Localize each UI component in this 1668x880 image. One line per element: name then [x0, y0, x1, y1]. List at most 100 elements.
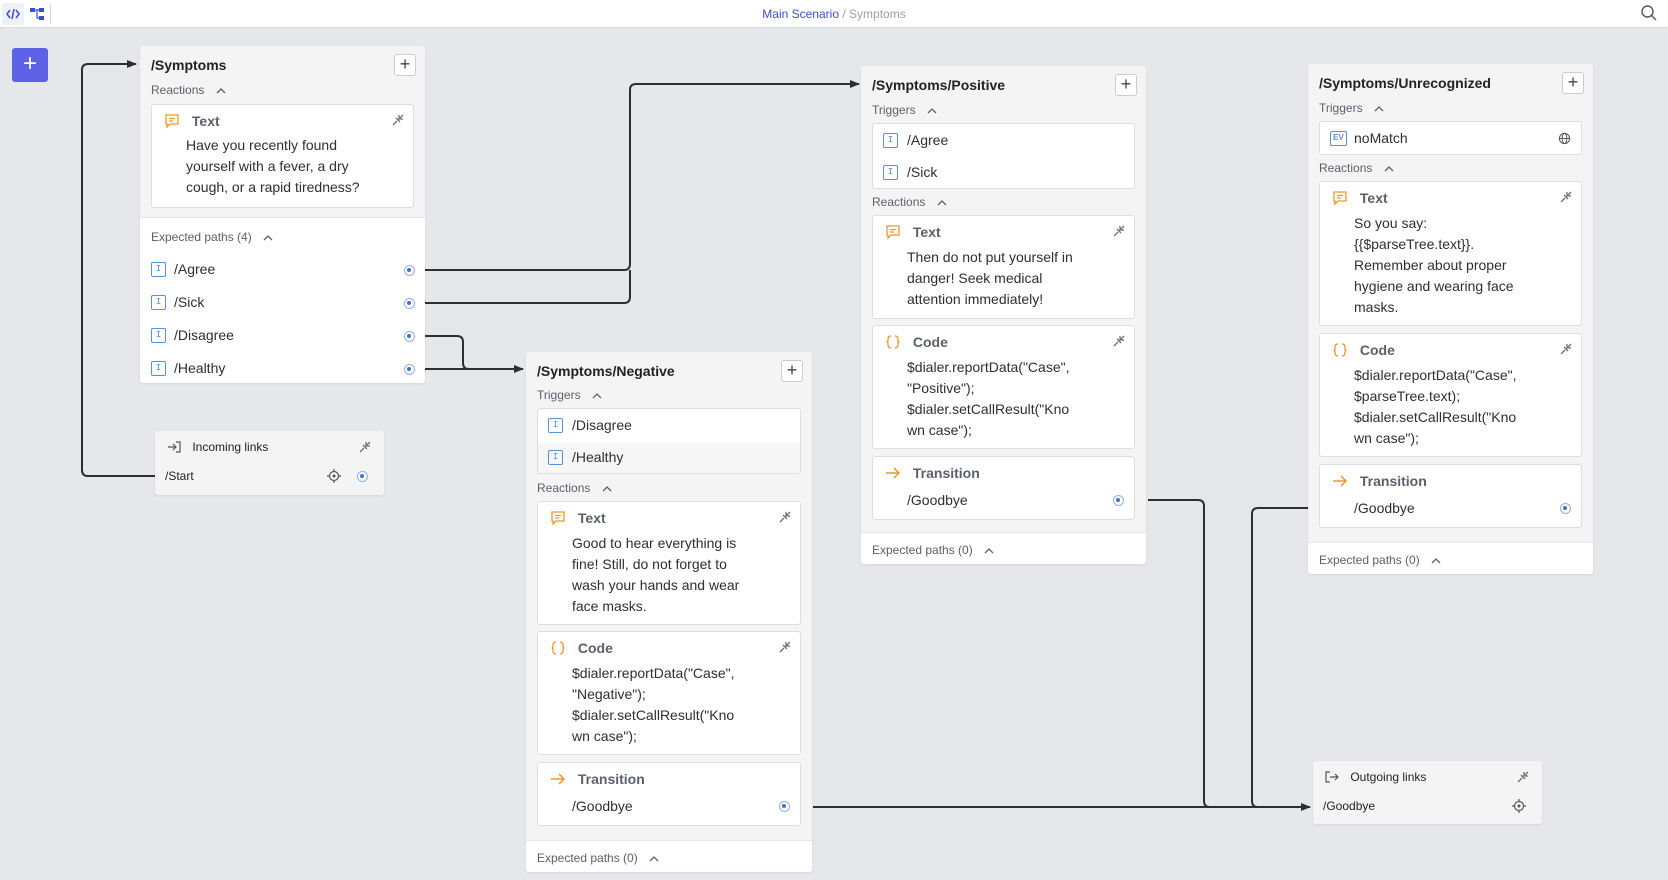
transition-reaction[interactable]: Transition /Goodbye	[1319, 464, 1582, 528]
triggers-toggle[interactable]: Triggers	[872, 103, 937, 117]
collapse-icon[interactable]	[1112, 334, 1126, 348]
expected-paths-section: Expected paths (0)	[1308, 542, 1593, 574]
collapse-icon[interactable]	[1559, 190, 1573, 204]
code-view-button[interactable]	[2, 3, 24, 25]
state-card-positive[interactable]: /Symptoms/Positive + Triggers I /Agree I…	[861, 66, 1146, 564]
output-port[interactable]	[404, 298, 415, 309]
search-button[interactable]	[1640, 4, 1660, 24]
expected-paths-toggle[interactable]: Expected paths (0)	[1319, 553, 1441, 567]
output-port[interactable]	[1560, 503, 1571, 514]
state-title: /Symptoms/Unrecognized	[1319, 75, 1491, 91]
state-card-symptoms[interactable]: /Symptoms + Reactions Text Have you rece…	[140, 46, 425, 383]
text-reaction[interactable]: Text Have you recently found yourself wi…	[151, 104, 414, 208]
collapse-icon[interactable]	[391, 113, 405, 127]
expected-paths-section: Expected paths (4) I /Agree I /Sick I /D…	[140, 217, 425, 383]
state-title: /Symptoms/Positive	[872, 77, 1006, 93]
collapse-icon[interactable]	[1559, 342, 1573, 356]
code-line: $dialer.setCallResult("Kno	[572, 707, 735, 723]
search-icon	[1641, 5, 1657, 21]
expected-path-agree[interactable]: I /Agree	[140, 255, 425, 285]
outgoing-links-card[interactable]: Outgoing links /Goodbye	[1313, 761, 1542, 824]
locate-icon[interactable]	[327, 469, 341, 483]
incoming-link-start[interactable]: /Start	[165, 469, 194, 483]
outgoing-link-goodbye[interactable]: /Goodbye	[1323, 799, 1376, 813]
edge-disagree-to-negative	[425, 335, 524, 373]
trigger-nomatch[interactable]: EV noMatch	[1320, 124, 1581, 154]
trigger-disagree[interactable]: I /Disagree	[538, 411, 800, 441]
state-card-negative[interactable]: /Symptoms/Negative + Triggers I /Disagre…	[526, 352, 812, 872]
output-port[interactable]	[1113, 495, 1124, 506]
output-port[interactable]	[779, 801, 790, 812]
transition-reaction[interactable]: Transition /Goodbye	[872, 456, 1135, 520]
expected-paths-toggle[interactable]: Expected paths (4)	[151, 230, 273, 244]
trigger-healthy[interactable]: I /Healthy	[538, 443, 800, 473]
chevron-up-icon	[216, 87, 226, 94]
add-block-button[interactable]: +	[781, 360, 803, 382]
text-reaction[interactable]: Text Good to hear everything is fine! St…	[537, 501, 801, 625]
input-port[interactable]	[357, 471, 368, 482]
triggers-toggle[interactable]: Triggers	[537, 388, 602, 402]
code-reaction-body: $dialer.reportData("Case", "Positive"); …	[907, 357, 1069, 441]
expected-path-healthy[interactable]: I /Healthy	[140, 354, 425, 384]
text-line: Then do not put yourself in	[907, 249, 1073, 265]
collapse-icon[interactable]	[1516, 770, 1530, 784]
text-reaction[interactable]: Text Then do not put yourself in danger!…	[872, 215, 1135, 319]
add-block-button[interactable]: +	[1562, 72, 1584, 94]
reactions-toggle[interactable]: Reactions	[1319, 161, 1394, 175]
code-reaction[interactable]: Code $dialer.reportData("Case", "Positiv…	[872, 325, 1135, 449]
code-line: $dialer.reportData("Case",	[572, 665, 735, 681]
code-line: $dialer.setCallResult("Kno	[907, 401, 1070, 417]
code-line: wn case");	[572, 728, 637, 744]
transition-target: /Goodbye	[572, 798, 633, 814]
text-reaction[interactable]: Text So you say: {{$parseTree.text}}. Re…	[1319, 181, 1582, 326]
text-line: masks.	[1354, 299, 1399, 315]
collapse-icon[interactable]	[1112, 224, 1126, 238]
reactions-toggle[interactable]: Reactions	[151, 83, 226, 97]
expected-paths-label: Expected paths (0)	[1319, 553, 1420, 567]
collapse-icon[interactable]	[358, 440, 372, 454]
code-reaction[interactable]: Code $dialer.reportData("Case", $parseTr…	[1319, 333, 1582, 457]
expected-paths-toggle[interactable]: Expected paths (0)	[537, 851, 659, 865]
trigger-sick[interactable]: I /Sick	[873, 158, 1134, 188]
state-card-unrecognized[interactable]: /Symptoms/Unrecognized + Triggers EV noM…	[1308, 64, 1593, 574]
code-reaction-title: Code	[912, 334, 948, 350]
chevron-up-icon	[984, 547, 994, 554]
braces-icon	[551, 641, 565, 655]
add-block-button[interactable]: +	[394, 54, 416, 76]
expected-paths-toggle[interactable]: Expected paths (0)	[872, 543, 994, 557]
triggers-toggle[interactable]: Triggers	[1319, 101, 1384, 115]
locate-icon[interactable]	[1512, 799, 1526, 813]
reactions-label: Reactions	[151, 83, 205, 97]
chevron-up-icon	[937, 199, 947, 206]
edge-positive-to-goodbye	[1148, 499, 1300, 808]
transition-reaction[interactable]: Transition /Goodbye	[537, 762, 801, 826]
intent-icon: I	[548, 418, 563, 433]
globe-icon	[1558, 132, 1571, 145]
speech-bubble-icon	[1333, 191, 1347, 206]
text-reaction-body: Have you recently found yourself with a …	[186, 135, 360, 198]
collapse-icon[interactable]	[778, 510, 792, 524]
output-port[interactable]	[404, 265, 415, 276]
reactions-toggle[interactable]: Reactions	[872, 195, 947, 209]
incoming-links-card[interactable]: Incoming links /Start	[155, 431, 384, 495]
breadcrumb: Main Scenario / Symptoms	[0, 7, 1668, 21]
expected-path-sick[interactable]: I /Sick	[140, 288, 425, 318]
add-state-button[interactable]: +	[12, 48, 48, 82]
add-block-button[interactable]: +	[1115, 74, 1137, 96]
reactions-toggle[interactable]: Reactions	[537, 481, 612, 495]
state-title: /Symptoms/Negative	[537, 363, 675, 379]
output-port[interactable]	[404, 331, 415, 342]
trigger-agree[interactable]: I /Agree	[873, 126, 1134, 156]
graph-view-button[interactable]	[26, 3, 48, 25]
collapse-icon[interactable]	[778, 640, 792, 654]
text-reaction-body: So you say: {{$parseTree.text}}. Remembe…	[1354, 213, 1514, 318]
output-port[interactable]	[404, 364, 415, 375]
text-reaction-title: Text	[912, 224, 941, 240]
path-label: /Agree	[174, 261, 216, 277]
breadcrumb-root[interactable]: Main Scenario	[762, 7, 839, 21]
chevron-up-icon	[263, 234, 273, 241]
code-reaction[interactable]: Code $dialer.reportData("Case", "Negativ…	[537, 631, 801, 755]
expected-path-disagree[interactable]: I /Disagree	[140, 321, 425, 351]
text-reaction-title: Text	[1359, 190, 1388, 206]
code-reaction-body: $dialer.reportData("Case", $parseTree.te…	[1354, 365, 1516, 449]
